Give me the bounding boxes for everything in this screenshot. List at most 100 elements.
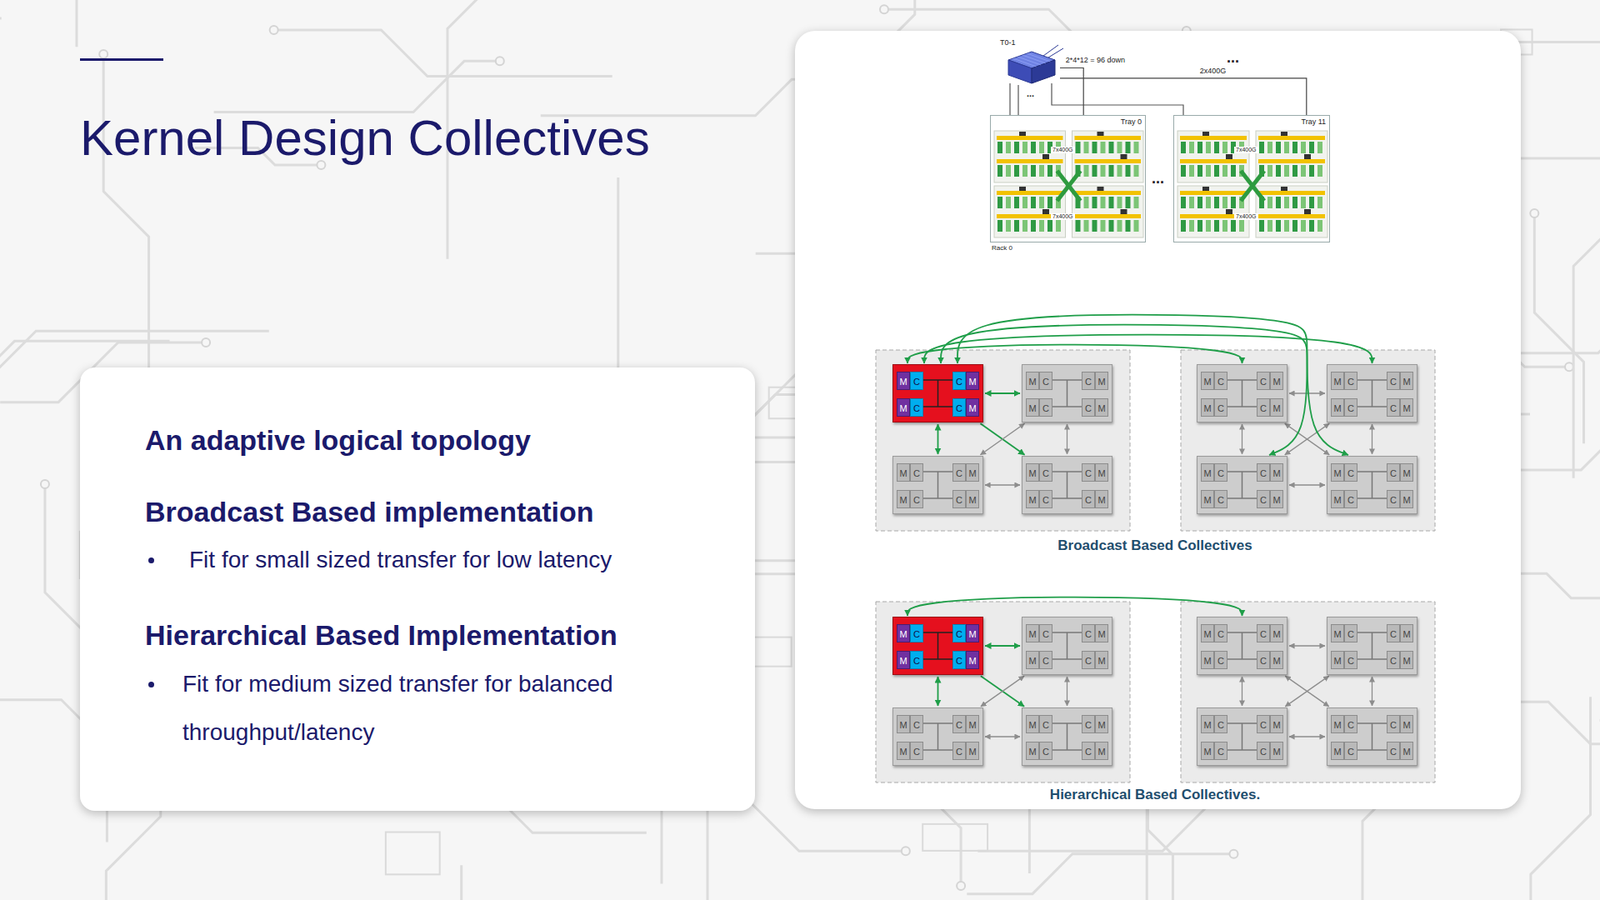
memory-cell: M: [1025, 398, 1040, 417]
gpu-node: MCCMMCCM: [1196, 455, 1288, 515]
compute-cell: C: [1081, 741, 1095, 760]
memory-cell: M: [1270, 398, 1284, 417]
memory-cell: M: [1200, 624, 1215, 643]
memory-cell: M: [1095, 398, 1109, 417]
memory-cell: M: [1270, 490, 1284, 509]
circuit-pad: [1530, 209, 1539, 218]
memory-cell: M: [1400, 715, 1414, 734]
compute-cell: C: [1386, 371, 1400, 390]
memory-cell: M: [1400, 463, 1414, 482]
circuit-pad: [880, 5, 889, 14]
tor-switch: T0-1: [1000, 40, 1060, 85]
title-rule: [80, 58, 164, 61]
memory-cell: M: [1330, 715, 1345, 734]
memory-cell: M: [1200, 715, 1215, 734]
peer-link-arrow: [1371, 676, 1373, 706]
peer-link-arrow: [1289, 645, 1325, 646]
circuit-pad: [495, 56, 505, 65]
memory-cell: M: [1025, 624, 1040, 643]
circuit-pad: [40, 480, 50, 489]
tray-boards: [1174, 115, 1331, 244]
text-card: An adaptive logical topologyBroadcast Ba…: [80, 367, 755, 811]
group-frame: [1180, 601, 1435, 783]
tray-label: Tray 11: [1300, 117, 1326, 126]
memory-cell: M: [1025, 371, 1040, 390]
memory-cell: M: [1095, 371, 1109, 390]
compute-cell: C: [1256, 650, 1270, 670]
circuit-trace: [0, 18, 2, 50]
memory-cell: M: [1025, 650, 1040, 670]
memory-cell: M: [1095, 463, 1109, 482]
section-heading: Hierarchical Based Implementation: [145, 614, 618, 657]
circuit-trace: [1573, 76, 1600, 479]
gpu-node: MCCMMCCM: [1196, 364, 1288, 423]
ellipsis: ...: [1025, 88, 1036, 100]
active-transfer-arrow: [937, 676, 940, 706]
circuit-pad: [901, 846, 910, 855]
compute-cell: C: [1344, 490, 1358, 509]
peer-link-arrow: [980, 675, 1025, 707]
memory-cell: M: [965, 371, 980, 390]
compute-cell: C: [910, 398, 924, 417]
gpu-node: MCCMMCCM: [1326, 616, 1418, 675]
link-label: 7x400G: [1234, 213, 1259, 220]
memory-cell: M: [1270, 650, 1284, 670]
compute-cell: C: [1344, 624, 1358, 643]
group-frame: [875, 601, 1130, 783]
compute-cell: C: [910, 490, 924, 509]
peer-link-arrow: [1289, 392, 1325, 394]
memory-cell: M: [1400, 650, 1414, 670]
peer-link-arrow: [1241, 424, 1243, 455]
memory-cell: M: [965, 624, 980, 643]
memory-cell: M: [1400, 371, 1414, 390]
gpu-node: MCCMMCCM: [1021, 455, 1113, 515]
compute-cell: C: [910, 463, 924, 482]
active-transfer-arrow: [924, 335, 1373, 364]
link-label: 7x400G: [1050, 213, 1075, 220]
slide-title: Kernel Design Collectives: [80, 108, 650, 169]
cable-bundle: [1010, 83, 1184, 115]
compute-cell: C: [1344, 650, 1358, 670]
compute-cell: C: [910, 650, 924, 670]
gpu-node: MCCMMCCM: [1326, 707, 1418, 766]
compute-cell: C: [1039, 463, 1053, 482]
peer-link-arrow: [1371, 424, 1373, 455]
active-transfer-arrow: [937, 424, 940, 455]
peer-link-arrow: [1066, 424, 1068, 455]
compute-cell: C: [1081, 398, 1095, 417]
gpu-node: MCCMMCCM: [1326, 364, 1418, 423]
compute-cell: C: [1256, 741, 1270, 760]
memory-cell: M: [1025, 715, 1040, 734]
memory-cell: M: [1270, 371, 1284, 390]
memory-cell: M: [1330, 650, 1345, 670]
gpu-node: MCCMMCCM: [892, 455, 984, 515]
memory-cell: M: [1270, 715, 1284, 734]
memory-cell: M: [896, 398, 910, 417]
bullet-text: Fit for small sized transfer for low lat…: [189, 542, 612, 578]
compute-cell: C: [1214, 490, 1228, 509]
compute-cell: C: [1081, 371, 1095, 390]
peer-link-arrow: [1289, 735, 1325, 737]
compute-cell: C: [1214, 371, 1228, 390]
circuit-pad: [99, 50, 108, 59]
compute-cell: C: [1039, 490, 1053, 509]
edge-label: 2x400G: [1198, 66, 1229, 76]
memory-cell: M: [1400, 624, 1414, 643]
memory-cell: M: [1200, 490, 1215, 509]
memory-cell: M: [1025, 490, 1040, 509]
compute-cell: C: [1214, 650, 1228, 670]
active-transfer-arrow: [985, 392, 1020, 395]
compute-cell: C: [1344, 463, 1358, 482]
memory-cell: M: [896, 371, 910, 390]
compute-cell: C: [1256, 371, 1270, 390]
memory-cell: M: [1330, 463, 1345, 482]
memory-cell: M: [965, 398, 980, 417]
memory-cell: M: [1095, 741, 1109, 760]
compute-cell: C: [1039, 371, 1053, 390]
section-heading: Broadcast Based implementation: [145, 490, 594, 534]
memory-cell: M: [1025, 741, 1040, 760]
memory-cell: M: [1400, 398, 1414, 417]
connectors: [907, 67, 1373, 737]
circuit-chip: [385, 831, 440, 875]
gpu-node: MCCMMCCM: [1021, 707, 1113, 766]
